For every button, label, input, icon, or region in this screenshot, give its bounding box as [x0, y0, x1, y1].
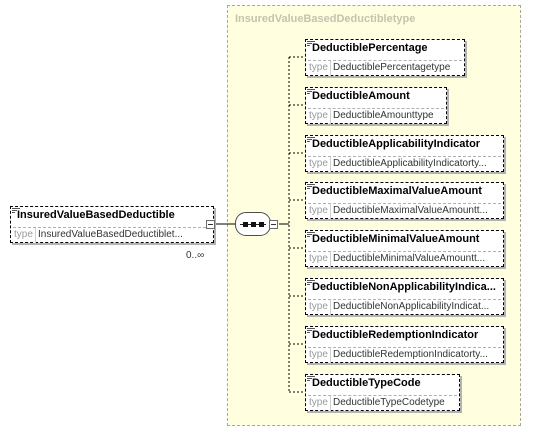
child-element-node[interactable]: DeductibleMinimalValueAmount type Deduct…: [305, 230, 504, 267]
child-element-node[interactable]: DeductibleNonApplicabilityIndica... type…: [305, 278, 504, 315]
type-label: type: [309, 158, 328, 169]
child-element-name: DeductiblePercentage: [312, 42, 428, 54]
child-element-name: DeductibleAmount: [312, 90, 410, 102]
type-label: type: [309, 301, 328, 312]
type-group-title: InsuredValueBasedDeductibletype: [235, 13, 416, 25]
root-occurrence: 0..∞: [186, 250, 205, 261]
child-element-name: DeductibleMinimalValueAmount: [312, 233, 480, 245]
child-type-value: DeductibleApplicabilityIndicatorty...: [333, 158, 487, 169]
element-icon: [307, 89, 315, 95]
type-label: type: [309, 397, 328, 408]
child-element-node[interactable]: DeductibleTypeCode type DeductibleTypeCo…: [305, 374, 460, 411]
element-icon: [307, 137, 315, 143]
sequence-compositor-icon[interactable]: [235, 212, 271, 236]
root-type-value: InsuredValueBasedDeductiblet...: [38, 229, 183, 240]
element-icon: [12, 208, 20, 214]
element-icon: [307, 376, 315, 382]
child-type-value: DeductibleNonApplicabilityIndicat...: [333, 301, 490, 312]
type-label: type: [14, 229, 33, 240]
child-element-node[interactable]: DeductiblePercentage type DeductiblePerc…: [305, 39, 465, 76]
type-label: type: [309, 253, 328, 264]
child-element-name: DeductibleMaximalValueAmount: [312, 185, 482, 197]
child-element-name: DeductibleNonApplicabilityIndica...: [312, 281, 496, 293]
child-type-value: DeductibleTypeCodetype: [333, 397, 445, 408]
type-label: type: [309, 110, 328, 121]
child-type-value: DeductiblePercentagetype: [333, 62, 451, 73]
type-label: type: [309, 349, 328, 360]
element-icon: [307, 280, 315, 286]
root-type-row: type InsuredValueBasedDeductiblet...: [13, 227, 211, 243]
child-type-value: DeductibleRedemptionIndicatorty...: [333, 349, 488, 360]
child-element-name: DeductibleApplicabilityIndicator: [312, 138, 481, 150]
root-element-name: InsuredValueBasedDeductible: [17, 209, 175, 221]
child-type-value: DeductibleAmounttype: [333, 110, 434, 121]
child-element-node[interactable]: DeductibleRedemptionIndicator type Deduc…: [305, 326, 504, 363]
element-icon: [307, 328, 315, 334]
root-collapse-button[interactable]: [206, 220, 215, 229]
type-label: type: [309, 62, 328, 73]
child-element-node[interactable]: DeductibleAmount type DeductibleAmountty…: [305, 87, 447, 124]
child-type-value: DeductibleMaximalValueAmountt...: [333, 205, 488, 216]
child-element-node[interactable]: DeductibleMaximalValueAmount type Deduct…: [305, 182, 504, 219]
element-icon: [307, 232, 315, 238]
root-element-node[interactable]: InsuredValueBasedDeductible type Insured…: [10, 206, 214, 243]
child-element-node[interactable]: DeductibleApplicabilityIndicator type De…: [305, 135, 504, 172]
sequence-collapse-button[interactable]: [269, 220, 278, 229]
child-type-value: DeductibleMinimalValueAmountt...: [333, 253, 486, 264]
element-icon: [307, 184, 315, 190]
child-element-name: DeductibleRedemptionIndicator: [312, 329, 479, 341]
element-icon: [307, 41, 315, 47]
child-element-name: DeductibleTypeCode: [312, 377, 421, 389]
type-label: type: [309, 205, 328, 216]
